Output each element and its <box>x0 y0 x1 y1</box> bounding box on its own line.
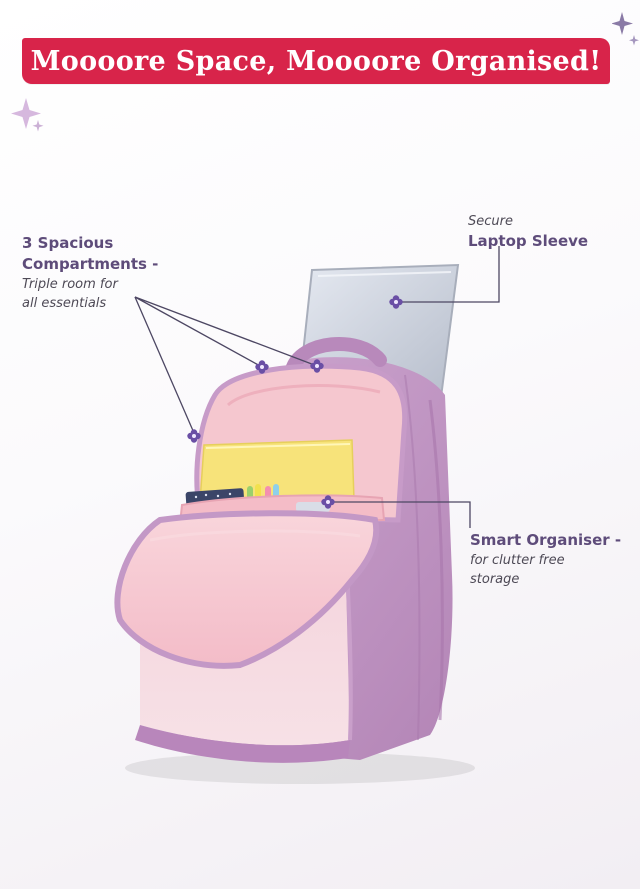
callout-organiser-desc-1: for clutter free <box>470 553 565 568</box>
top-handle <box>285 337 387 377</box>
sparkle-icon <box>612 12 639 46</box>
callout-laptop-label: Secure <box>468 214 513 229</box>
callout-compartments: 3 Spacious Compartments - Triple room fo… <box>22 233 158 313</box>
flower-marker-icon <box>187 295 403 509</box>
sparkle-icon <box>11 98 44 132</box>
callout-connectors <box>134 246 500 528</box>
callout-organiser-title: Smart Organiser - <box>470 531 622 549</box>
headline-text: Moooore Space, Moooore Organised! <box>30 45 602 77</box>
headline-banner: Moooore Space, Moooore Organised! <box>22 38 610 84</box>
callout-compartments-desc-1: Triple room for <box>22 277 118 292</box>
callout-organiser: Smart Organiser - for clutter free stora… <box>470 530 621 589</box>
open-lid <box>114 510 380 669</box>
floor-shadow <box>125 752 475 784</box>
callout-organiser-desc-2: storage <box>470 572 520 587</box>
callout-compartments-title-1: 3 Spacious <box>22 234 114 252</box>
callout-laptop-title: Laptop Sleeve <box>468 232 589 250</box>
callout-compartments-title-2: Compartments - <box>22 255 159 273</box>
callout-compartments-desc-2: all essentials <box>22 296 107 311</box>
callout-laptop: Secure Laptop Sleeve <box>468 212 588 252</box>
